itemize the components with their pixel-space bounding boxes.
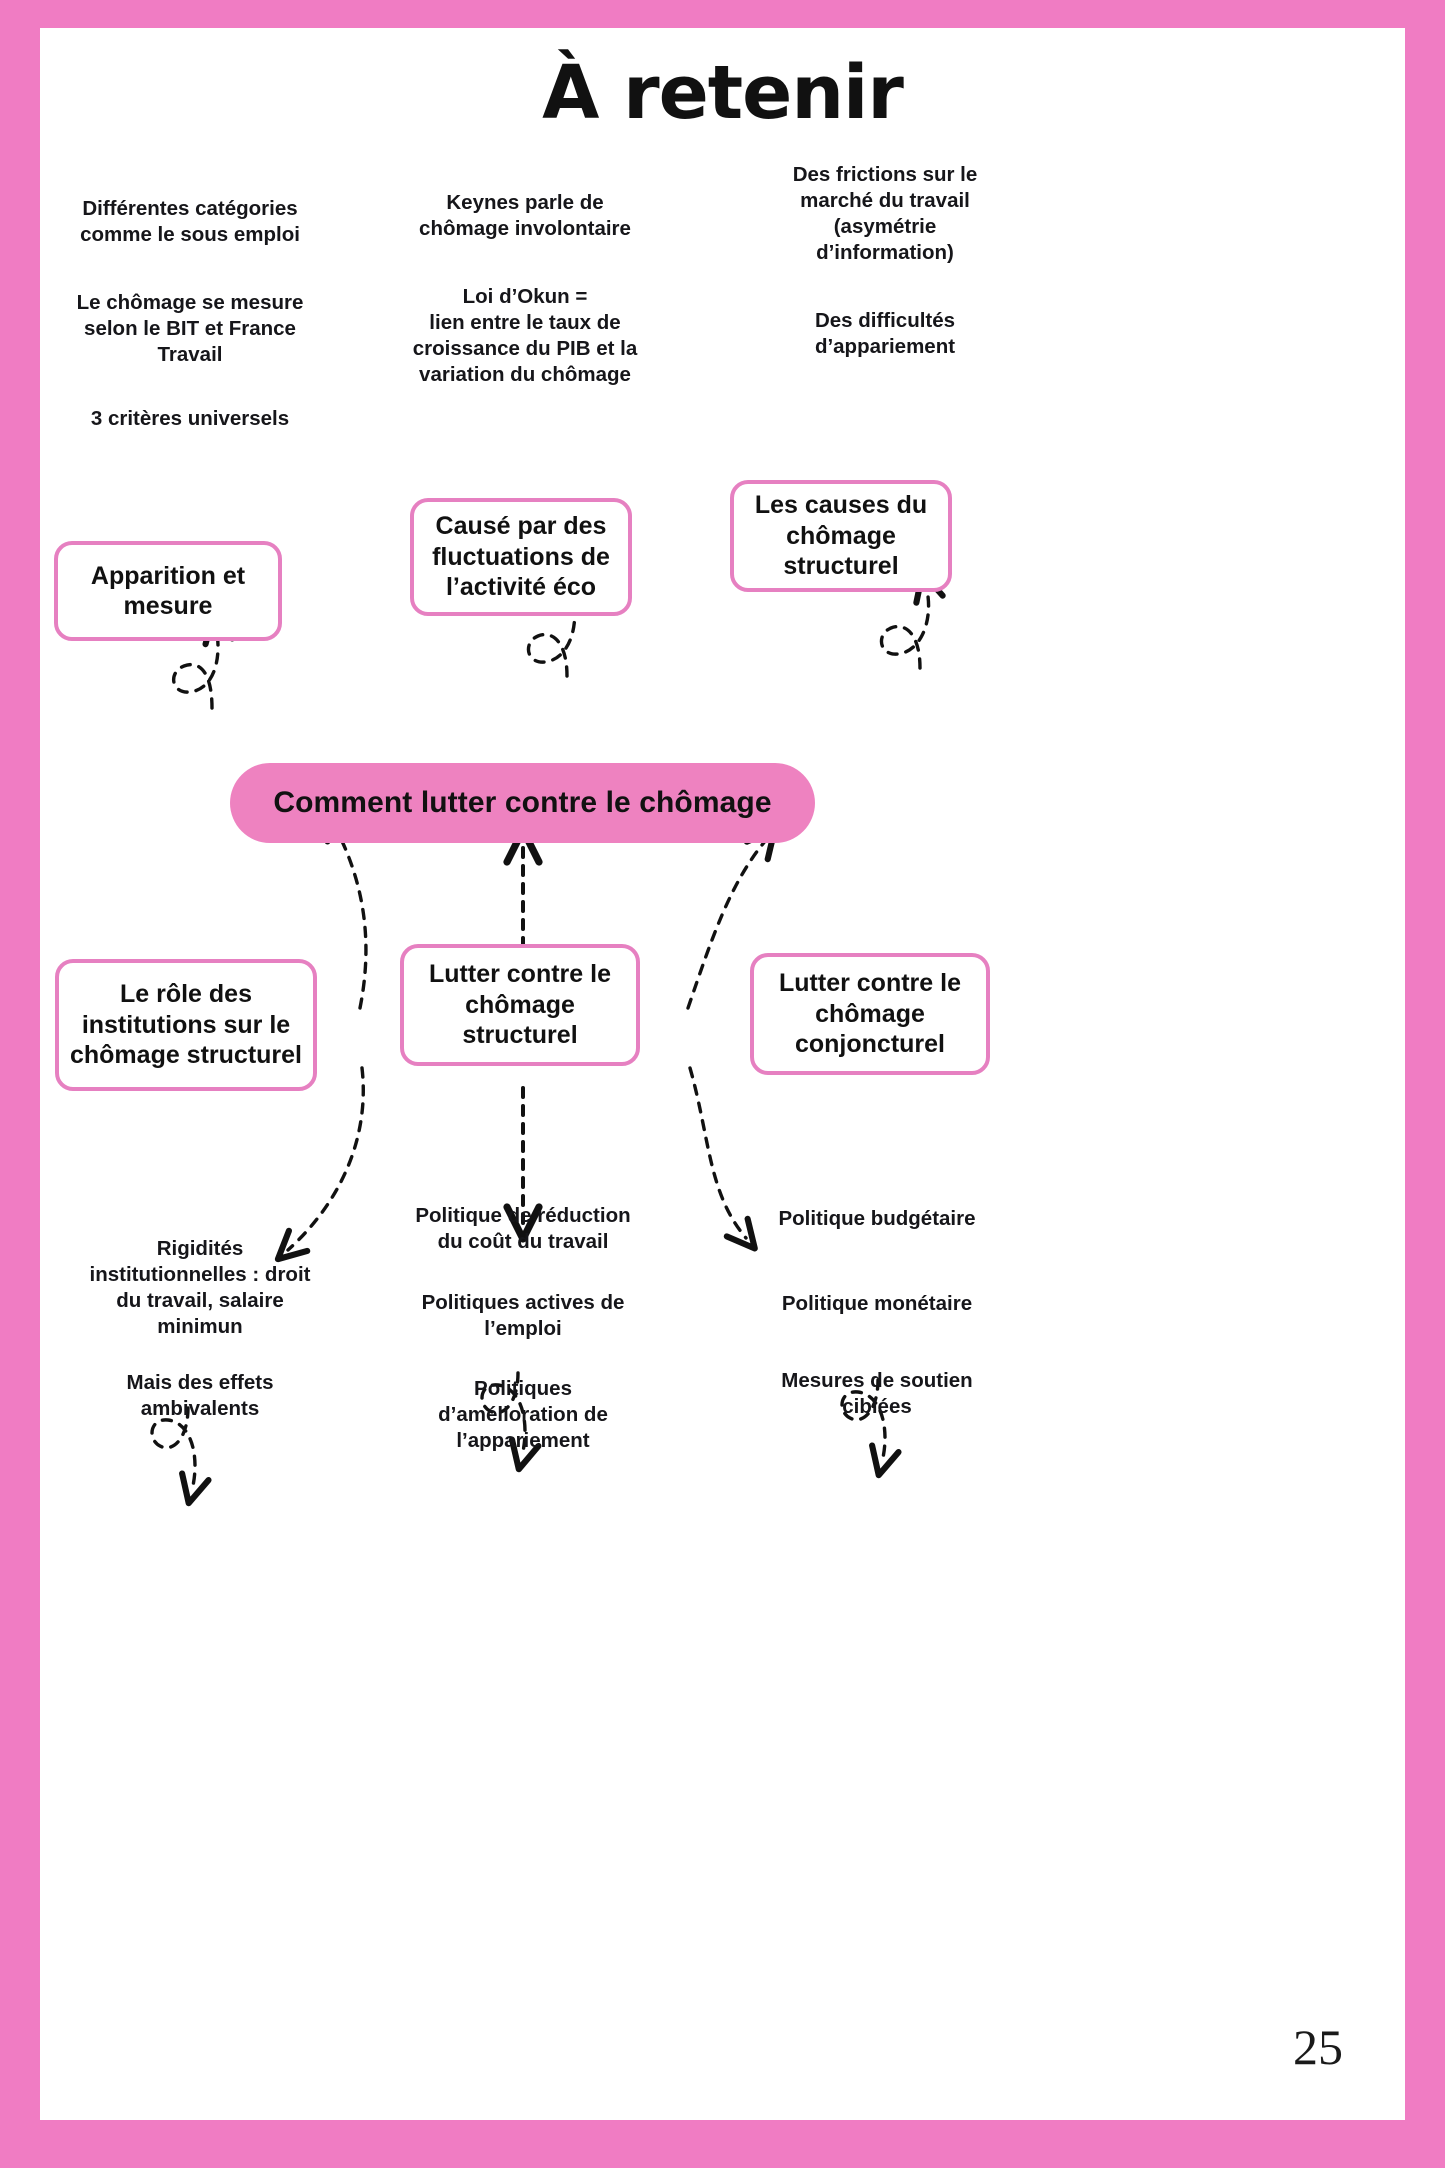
box-apparition-et-mesure[interactable]: Apparition et mesure [54, 541, 282, 641]
note-bottom-right-2: Politique monétaire [781, 1292, 973, 1315]
note-bottom-center-3: Politiques d’amélioration de l’apparieme… [438, 1377, 608, 1453]
note-top-center-2: Loi d’Okun = lien entre le taux de crois… [412, 285, 638, 387]
page-number: 25 [1293, 2019, 1343, 2075]
note-bottom-center-1: Politique de réduction du coût du travai… [415, 1204, 631, 1254]
box-causes-chomage-structurel[interactable]: Les causes du chômage structurel [730, 480, 952, 592]
box-cause-fluctuations[interactable]: Causé par des fluctuations de l’activité… [410, 498, 632, 616]
central-node-comment-lutter[interactable]: Comment lutter contre le chômage [230, 763, 815, 843]
note-bottom-left-2: Mais des effets ambivalents [126, 1371, 274, 1421]
note-bottom-right-3: Mesures de soutien ciblées [781, 1369, 973, 1419]
box-role-institutions[interactable]: Le rôle des institutions sur le chômage … [55, 959, 317, 1091]
note-bottom-center-2: Politiques actives de l’emploi [421, 1291, 625, 1341]
note-top-right-2: Des difficultés d’appariement [814, 309, 956, 359]
note-top-left-3: 3 critères universels [90, 407, 290, 430]
note-bottom-right-1: Politique budgétaire [778, 1207, 976, 1230]
note-top-left-1: Différentes catégories comme le sous emp… [80, 197, 300, 247]
note-top-right-1: Des frictions sur le marché du travail (… [792, 163, 978, 265]
note-bottom-left-1: Rigidités institutionnelles : droit du t… [89, 1237, 311, 1339]
mindmap-canvas: À retenir Différentes catégories comme l… [40, 28, 1405, 2120]
box-lutter-structurel[interactable]: Lutter contre le chômage structurel [400, 944, 640, 1066]
page-title: À retenir [542, 50, 904, 136]
slide-page: À retenir Différentes catégories comme l… [40, 28, 1405, 2120]
note-top-center-1: Keynes parle de chômage involontaire [419, 191, 631, 241]
box-lutter-conjoncturel[interactable]: Lutter contre le chômage conjoncturel [750, 953, 990, 1075]
note-top-left-2: Le chômage se mesure selon le BIT et Fra… [76, 291, 304, 367]
